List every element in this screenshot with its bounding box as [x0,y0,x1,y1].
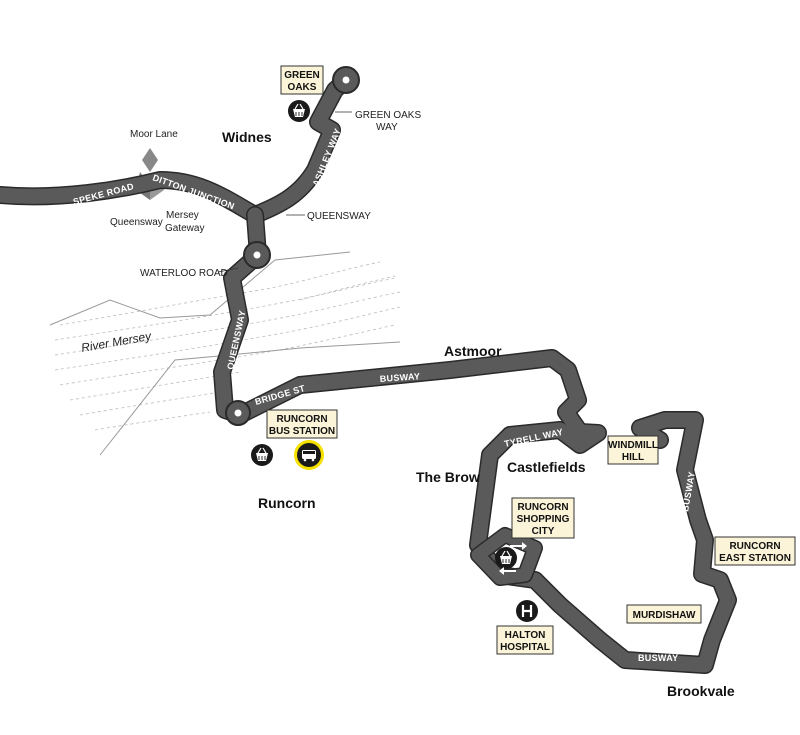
svg-text:HILL: HILL [622,452,644,463]
callout-leaders [217,111,352,273]
svg-text:BUS STATION: BUS STATION [269,426,335,437]
stop-windmill-hill[interactable]: WINDMILL HILL [607,435,659,465]
shopping-basket-icon [251,444,273,466]
bus-route [0,71,737,674]
svg-text:SHOPPING: SHOPPING [517,514,570,525]
stop-green-oaks[interactable]: GREEN OAKS [280,65,324,95]
waterloo-road-label: WATERLOO ROAD [140,268,228,279]
svg-text:HALTON: HALTON [505,630,546,641]
svg-text:RUNCORN: RUNCORN [276,414,327,425]
area-astmoor: Astmoor [444,343,502,359]
area-widnes: Widnes [222,129,272,145]
green-oaks-way-label-1: GREEN OAKS [355,110,421,121]
area-runcorn: Runcorn [258,495,316,511]
river-mersey-label: River Mersey [80,329,153,355]
svg-text:CITY: CITY [532,526,555,537]
area-castlefields: Castlefields [507,459,586,475]
svg-text:HOSPITAL: HOSPITAL [500,642,550,653]
area-brookvale: Brookvale [667,683,735,699]
svg-text:WINDMILL: WINDMILL [608,440,658,451]
shopping-basket-icon [288,100,310,122]
stop-runcorn-shopping-city[interactable]: RUNCORN SHOPPING CITY [511,497,575,539]
svg-text:RUNCORN: RUNCORN [729,541,780,552]
area-the-brow: The Brow [416,469,480,485]
shopping-basket-icon [495,547,517,569]
svg-text:EAST STATION: EAST STATION [719,553,791,564]
busway-label-3: BUSWAY [638,653,678,663]
stop-runcorn-east-station[interactable]: RUNCORN EAST STATION [714,536,796,566]
queensway-callout-label: QUEENSWAY [307,211,371,222]
mersey-gateway-label-1: Mersey [166,210,199,221]
stop-murdishaw[interactable]: MURDISHAW [626,604,702,624]
svg-text:OAKS: OAKS [288,82,317,93]
mersey-gateway-label-2: Gateway [165,223,204,234]
hospital-icon [516,600,538,622]
green-oaks-way-label-2: WAY [376,122,398,133]
arrow-icon [499,542,527,575]
busway-label-1: BUSWAY [379,371,420,384]
svg-text:GREEN: GREEN [284,70,320,81]
river-mersey-area [54,261,401,431]
moor-lane-label: Moor Lane [130,129,178,140]
stop-halton-hospital[interactable]: HALTON HOSPITAL [496,625,554,655]
queensway-small-label: Queensway [110,217,163,228]
bus-icon [294,440,324,470]
stop-runcorn-bus-station[interactable]: RUNCORN BUS STATION [266,409,338,439]
svg-text:RUNCORN: RUNCORN [517,502,568,513]
svg-text:MURDISHAW: MURDISHAW [633,610,696,621]
